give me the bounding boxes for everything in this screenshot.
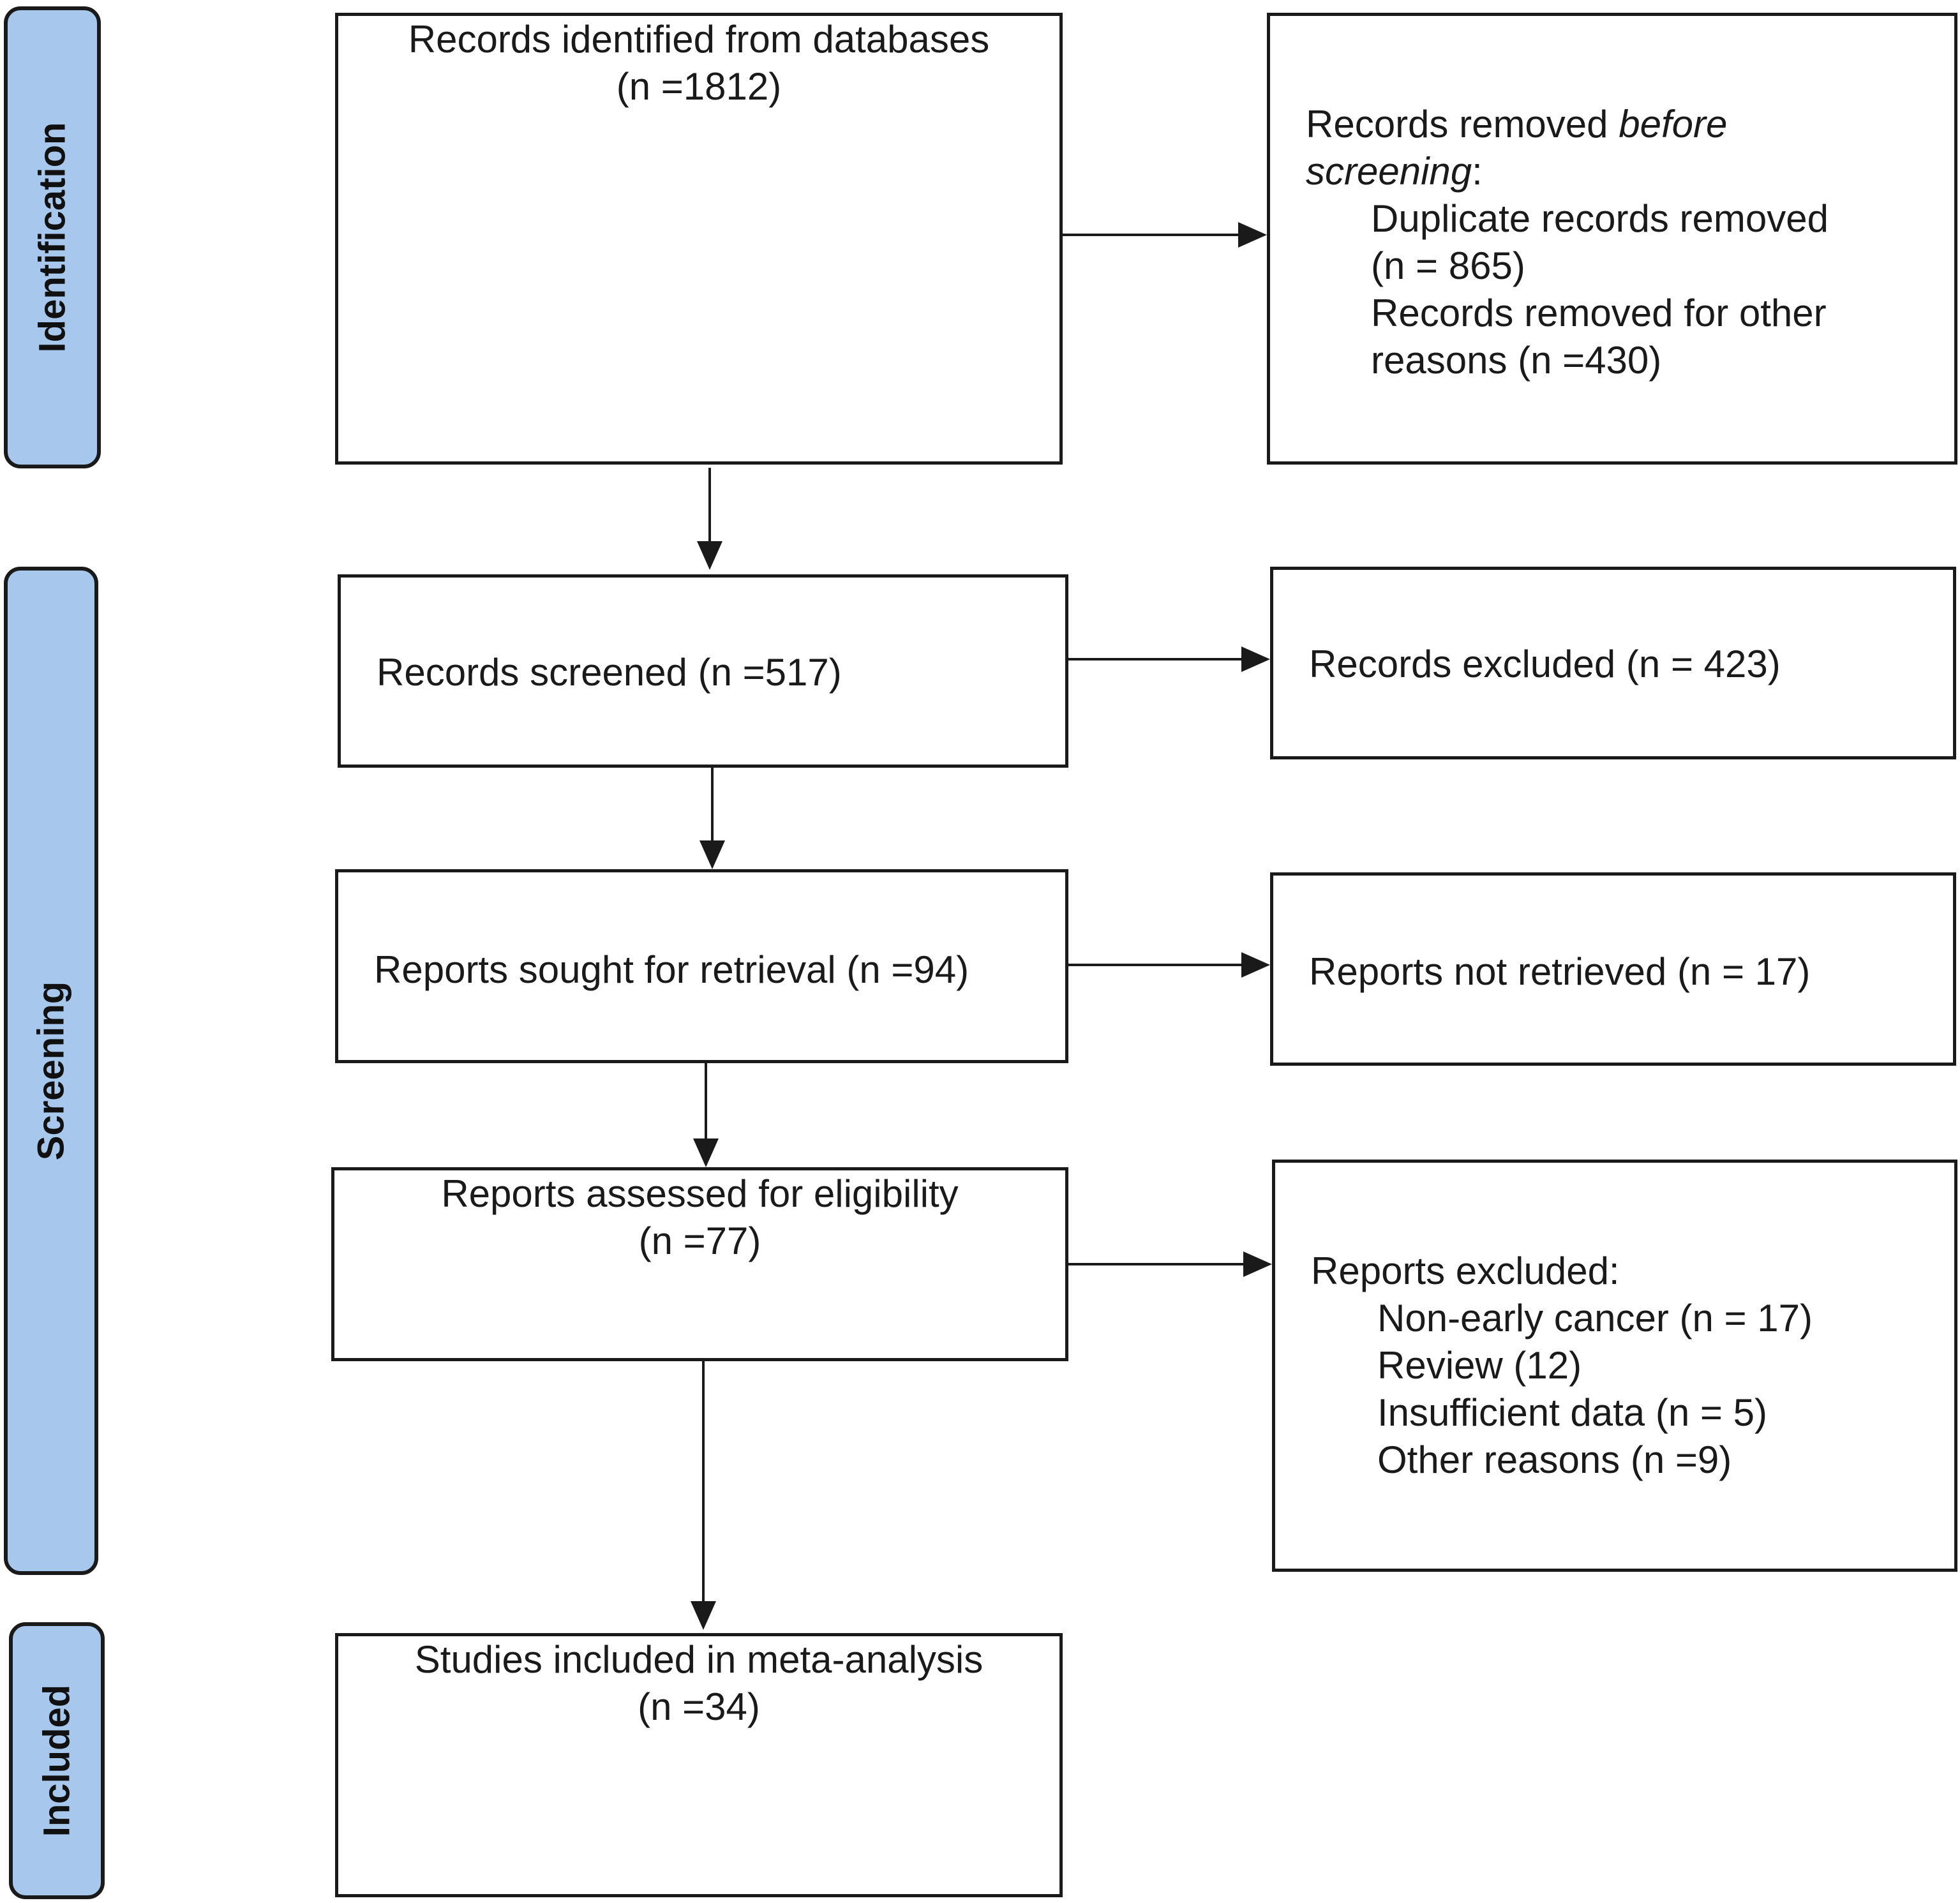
reports-excluded-item: Review (12): [1377, 1344, 1582, 1387]
records-excluded-box: Records excluded (n = 423): [1270, 567, 1956, 759]
studies-included-count: (n =34): [638, 1685, 760, 1728]
other-removed-label: Records removed for other: [1371, 292, 1827, 334]
arrowhead-down: [697, 541, 722, 570]
studies-included-text: Studies included in meta-analysis (n =34…: [338, 1636, 1059, 1731]
reports-excluded-heading: Reports excluded:: [1311, 1250, 1620, 1292]
records-identified-box: Records identified from databases (n =18…: [335, 13, 1063, 465]
arrowhead-down: [699, 840, 725, 869]
records-screened-label: Records screened (n =517): [377, 651, 842, 694]
reports-excluded-item: Non-early cancer (n = 17): [1377, 1297, 1813, 1340]
reports-excluded-box: Reports excluded: Non-early cancer (n = …: [1272, 1160, 1957, 1572]
other-removed-count: reasons (n =430): [1371, 339, 1662, 382]
reports-assessed-box: Reports assessed for eligibility (n =77): [331, 1167, 1068, 1361]
arrowhead-right: [1241, 952, 1270, 978]
arrowhead-down: [691, 1601, 716, 1630]
reports-assessed-text: Reports assessed for eligibility (n =77): [334, 1170, 1065, 1265]
studies-included-box: Studies included in meta-analysis (n =34…: [335, 1633, 1063, 1897]
records-identified-count: (n =1812): [616, 65, 782, 108]
stage-identification: Identification: [4, 6, 101, 468]
duplicates-count: (n = 865): [1371, 244, 1525, 287]
stage-included: Included: [9, 1622, 105, 1899]
reports-excluded-item: Insufficient data (n = 5): [1377, 1391, 1767, 1434]
arrowhead-down: [693, 1138, 719, 1167]
reports-excluded-item: Other reasons (n =9): [1377, 1438, 1732, 1481]
arrowhead-right: [1241, 646, 1270, 672]
records-identified-text: Records identified from databases (n =18…: [338, 16, 1059, 110]
reports-not-retrieved-label: Reports not retrieved (n = 17): [1309, 950, 1811, 993]
records-removed-box: Records removed before screening: Duplic…: [1267, 13, 1957, 465]
records-screened-box: Records screened (n =517): [338, 574, 1068, 768]
reports-assessed-label: Reports assessed for eligibility: [441, 1172, 959, 1215]
reports-sought-box: Reports sought for retrieval (n =94): [335, 869, 1068, 1063]
reports-sought-label: Reports sought for retrieval (n =94): [374, 948, 969, 991]
arrowhead-right: [1238, 222, 1267, 248]
reports-not-retrieved-box: Reports not retrieved (n = 17): [1270, 872, 1956, 1066]
duplicates-label: Duplicate records removed: [1371, 197, 1829, 240]
records-identified-label: Records identified from databases: [408, 18, 990, 61]
reports-assessed-count: (n =77): [638, 1220, 761, 1262]
records-removed-heading: Records removed before: [1306, 103, 1728, 146]
studies-included-label: Studies included in meta-analysis: [414, 1638, 984, 1681]
arrowhead-right: [1243, 1251, 1272, 1277]
records-removed-heading-2: screening:: [1306, 150, 1483, 193]
stage-screening: Screening: [4, 567, 98, 1575]
records-excluded-label: Records excluded (n = 423): [1309, 643, 1781, 685]
